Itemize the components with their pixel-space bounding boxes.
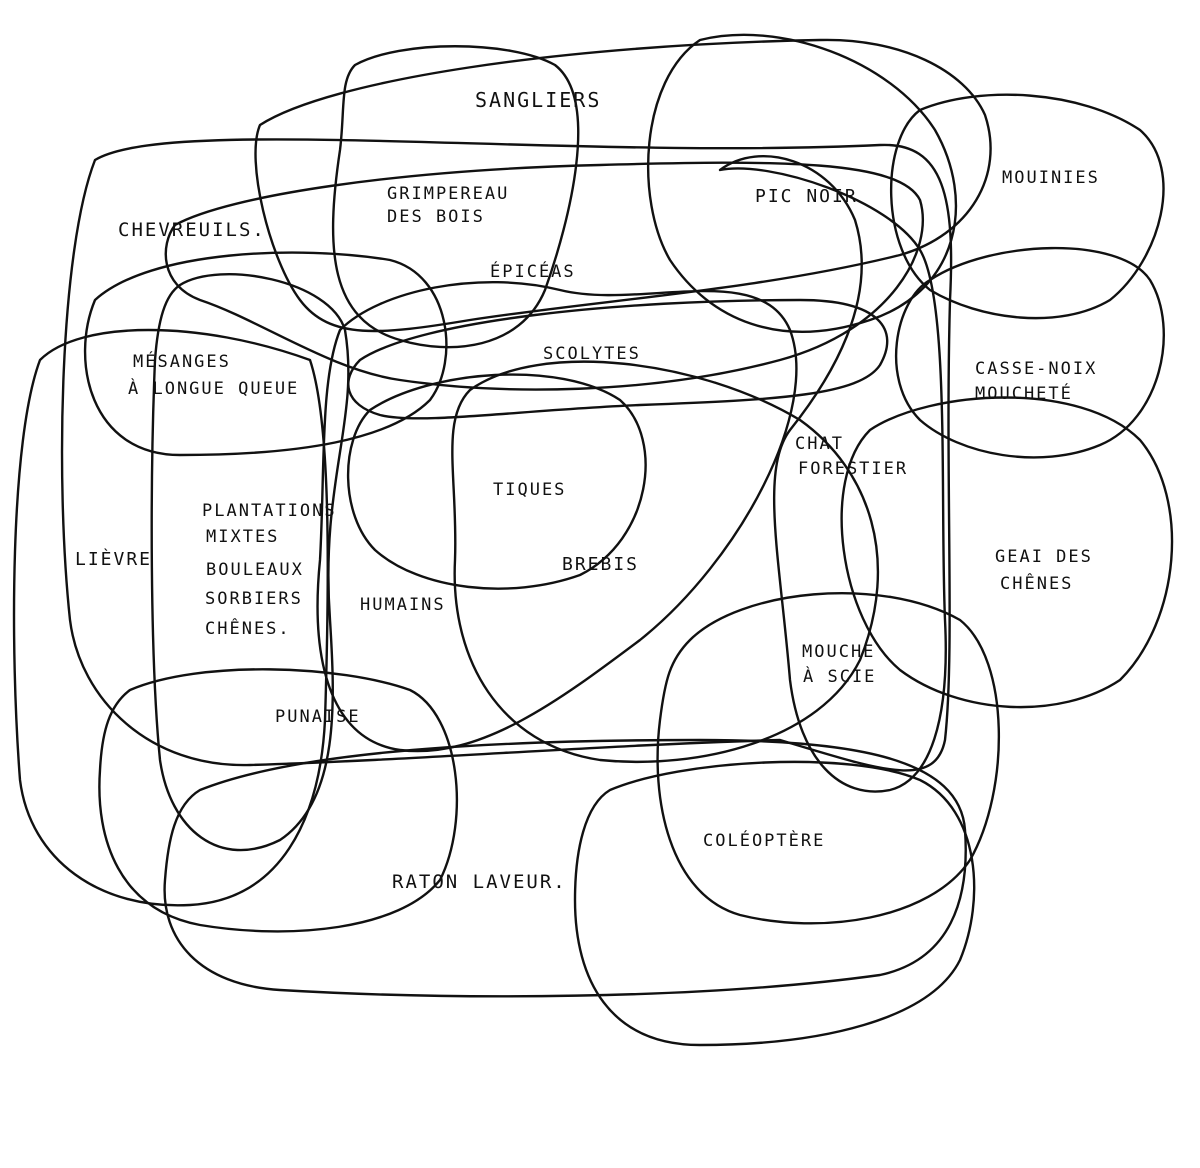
loop-mouche bbox=[656, 592, 1001, 925]
loop-plantations bbox=[150, 273, 350, 852]
label-plantations-line1: PLANTATiONS bbox=[202, 501, 337, 521]
label-tiques: TiQUES bbox=[493, 480, 567, 500]
label-casse-noix-line2: MOUCHETÉ bbox=[975, 384, 1073, 404]
label-chat-forestier-line1: CHAT bbox=[795, 434, 844, 454]
label-plantations-line4: SORBiERS bbox=[205, 589, 303, 609]
loop-casse-noix bbox=[894, 246, 1165, 459]
label-mouche-line2: À SCiE bbox=[803, 667, 877, 687]
label-casse-noix-line1: CASSE-NOiX bbox=[975, 359, 1098, 379]
label-punaise: PUNAiSE bbox=[275, 707, 361, 727]
label-scolytes: SCOLYTES bbox=[543, 344, 641, 364]
loop-coleoptere bbox=[573, 760, 976, 1047]
label-raton-laveur: RATON LAVEUR. bbox=[392, 871, 567, 893]
label-moulinies: MOUiNiES bbox=[1002, 168, 1100, 188]
label-mouche-line1: MOUCHE bbox=[802, 642, 876, 662]
label-epiceas: ÉPiCÉAS bbox=[490, 262, 576, 282]
label-geai-line2: CHÊNES bbox=[1000, 574, 1074, 594]
loop-chevreuils bbox=[60, 138, 953, 772]
label-humains: HUMAiNS bbox=[360, 595, 446, 615]
label-plantations-line3: BOULEAUX bbox=[206, 560, 304, 580]
loop-mesanges bbox=[83, 251, 448, 457]
loop-scolytes bbox=[347, 298, 889, 420]
label-sangliers: SANGLiERS bbox=[475, 88, 602, 112]
label-brebis: BREBiS bbox=[562, 554, 640, 575]
loop-tiques bbox=[346, 373, 647, 590]
label-grimpereau-line2: DES BOiS bbox=[387, 207, 485, 227]
loop-epiceas bbox=[164, 161, 924, 391]
label-grimpereau-line1: GRiMPEREAU bbox=[387, 184, 510, 204]
label-plantations-line2: MiXTES bbox=[206, 527, 280, 547]
label-plantations-line5: CHÊNES. bbox=[205, 619, 291, 639]
label-mesanges-line1: MÉSANGES bbox=[133, 352, 231, 372]
label-pic-noir: PiC NOiR bbox=[755, 186, 858, 207]
label-chat-forestier-line2: FORESTiER bbox=[798, 459, 909, 479]
label-lievre: LiÈVRE bbox=[75, 549, 153, 570]
loop-brebis bbox=[451, 360, 880, 764]
loop-chat-forestier bbox=[718, 155, 947, 793]
loop-pic-noir bbox=[646, 33, 958, 333]
loop-raton-laveur bbox=[163, 738, 967, 998]
loop-humains bbox=[316, 280, 798, 753]
label-coleoptere: COLÉOPTÈRE bbox=[703, 831, 826, 851]
loop-lievre bbox=[12, 328, 329, 907]
loop-moulinies bbox=[889, 93, 1165, 320]
loop-sangliers bbox=[254, 38, 992, 333]
label-geai-line1: GEAi DES bbox=[995, 547, 1093, 567]
label-chevreuils: CHEVREUiLS. bbox=[118, 219, 266, 241]
label-mesanges-line2: À LONGUE QUEUE bbox=[128, 379, 300, 399]
loop-grimpereau bbox=[331, 45, 580, 349]
loop-punaise bbox=[98, 668, 459, 933]
